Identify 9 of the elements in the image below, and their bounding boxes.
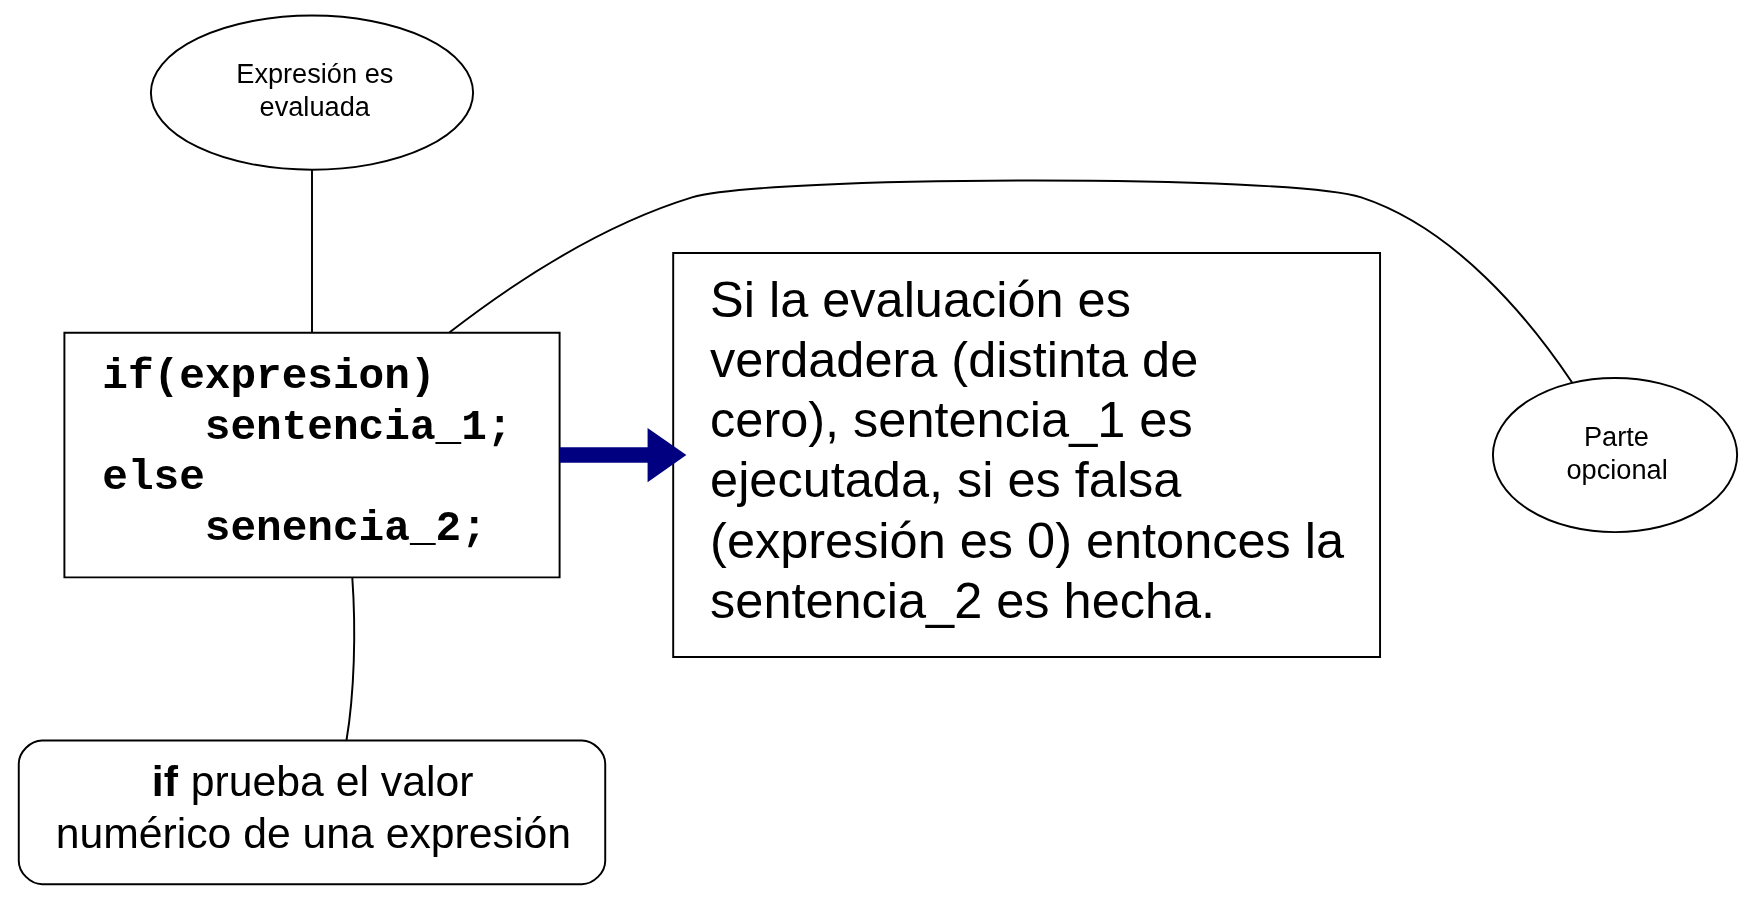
node-ellipse: Expresión es evaluada — [149, 14, 475, 171]
connector — [448, 179, 1574, 384]
connector — [311, 168, 313, 334]
node-box: Si la evaluación es verdadera (distinta de cero), sentencia_1 es ejecutada, si es falsa (expresión es 0) entonces la sentencia_2 es hecha. — [672, 252, 1381, 658]
node-ellipse: Parte opcional — [1491, 376, 1739, 534]
arrow — [559, 427, 687, 483]
connector — [345, 576, 356, 742]
node-box: if prueba el valor numérico de una expresión — [17, 739, 607, 886]
node-box: if(expresion) sentencia_1; else senencia_2; — [63, 331, 561, 579]
